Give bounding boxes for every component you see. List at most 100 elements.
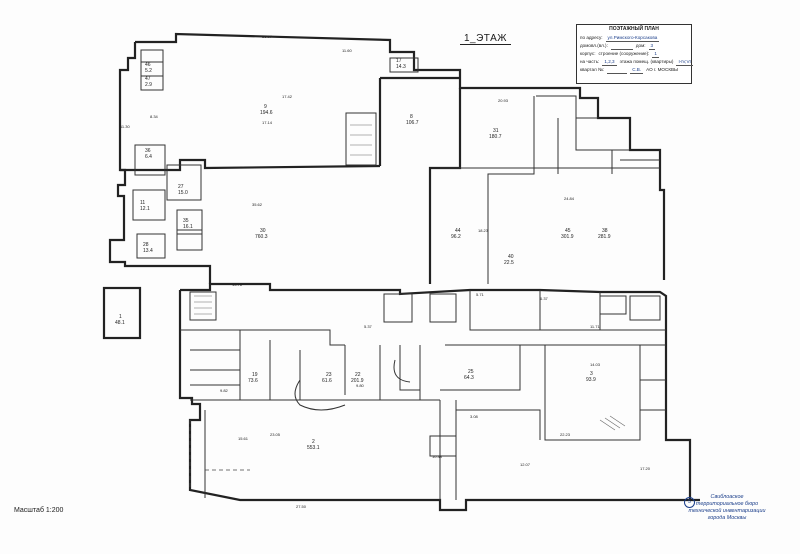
seal-number-badge: 5 — [684, 497, 695, 508]
room-area: 15.0 — [178, 190, 188, 196]
room-area: 16.1 — [183, 224, 193, 230]
room-label: 9 — [264, 104, 267, 110]
room-area: 2.9 — [145, 82, 152, 88]
room-label: 22 — [355, 372, 361, 378]
dimension-label: 23.05 — [270, 432, 281, 437]
floor-title-text: 1_ЭТАЖ — [460, 33, 511, 45]
stamp-kvartal-label: квартал №: — [580, 67, 605, 72]
room-area: 22.5 — [504, 260, 514, 266]
stamp-address-row: по адресу: ул.Римского-Корсакова — [580, 34, 688, 42]
room-label: 44 — [455, 228, 461, 234]
dimension-label: 17.14 — [262, 120, 273, 125]
room-labels: 9 194.6 8 106.7 30 760.3 31 180.7 44 96.… — [115, 58, 611, 451]
dimension-label: 5.37 — [364, 324, 373, 329]
upper-wing-walls — [108, 32, 666, 284]
room-area: 13.4 — [143, 248, 153, 254]
room-label: 11 — [140, 200, 145, 206]
room-label: 25 — [468, 369, 474, 375]
room-label: 35 — [183, 218, 189, 224]
room-area: 201.9 — [351, 378, 364, 384]
title-block-stamp: ПОЭТАЖНЫЙ ПЛАН по адресу: ул.Римского-Ко… — [576, 24, 693, 84]
room-label: 2 — [312, 439, 315, 445]
room-area: 301.9 — [561, 234, 574, 240]
room-area: 106.7 — [406, 120, 419, 126]
room-area: 73.6 — [248, 378, 258, 384]
room-label: 8 — [410, 114, 413, 120]
room-label: 47 — [145, 76, 151, 82]
dimension-label: 5.71 — [476, 292, 485, 297]
stamp-domovl-value — [610, 42, 633, 50]
seal-line: технической инвентаризации — [688, 508, 766, 514]
room-label: 23 — [326, 372, 332, 378]
dimension-label: 9.82 — [220, 388, 229, 393]
dimension-label: 3.08 — [470, 414, 479, 419]
stamp-stroenie-label: строение (сооружение): — [598, 51, 650, 56]
stamp-address-label: по адресу: — [580, 35, 603, 40]
room-label: 3 — [590, 371, 593, 377]
dimension-label: 17.42 — [282, 94, 293, 99]
room-area: 194.6 — [260, 110, 273, 116]
room-area: 12.1 — [140, 206, 150, 212]
room-area: 14.3 — [396, 64, 406, 70]
dimension-label: 11.30 — [120, 124, 130, 129]
room-area: 48.1 — [115, 320, 125, 326]
dimension-label: 17.20 — [640, 466, 651, 471]
room-area: 6.4 — [145, 154, 152, 160]
stamp-korpus-row: корпус: строение (сооружение): 1 — [580, 50, 688, 58]
room-area: 64.3 — [464, 375, 474, 381]
dimension-label: 20.93 — [498, 98, 509, 103]
room-label: 36 — [145, 148, 151, 154]
room-area: 93.9 — [586, 377, 596, 383]
dimension-label: 6.37 — [540, 296, 549, 301]
dimension-label: 9.80 — [356, 383, 365, 388]
stamp-part-value: 1,2,3 — [602, 59, 617, 66]
room-label: 19 — [252, 372, 258, 378]
seal-line: города Москвы — [707, 515, 747, 521]
room-area: 281.9 — [598, 234, 611, 240]
room-label: 40 — [508, 254, 514, 260]
left-upper-rooms — [132, 49, 419, 259]
stamp-kvartal-value — [607, 66, 628, 74]
room-label: 45 — [565, 228, 571, 234]
stamp-address-value: ул.Римского-Корсакова — [605, 35, 660, 42]
stair-hatching — [194, 295, 626, 431]
dimension-label: 13.78 — [232, 282, 243, 287]
dimension-labels: 36.07 17.14 8.34 11.60 20.93 35.62 13.78… — [120, 34, 651, 509]
room-area: 61.6 — [322, 378, 332, 384]
stamp-heading: ПОЭТАЖНЫЙ ПЛАН — [609, 26, 659, 32]
stamp-part-row: на часть: 1,2,3 этажа помещ. (квартиры) … — [580, 58, 693, 66]
room-label: 31 — [493, 128, 499, 134]
room-area: 180.7 — [489, 134, 502, 140]
detached-room — [102, 286, 142, 340]
stamp-dom-value: 3 — [648, 43, 656, 50]
stamp-pom-value: I-IV,VI — [676, 59, 693, 66]
dimension-label: 24.84 — [564, 196, 575, 201]
dimension-label: 36.07 — [262, 34, 273, 39]
stamp-ao-label: АО г. МОСКВЫ — [646, 67, 679, 72]
stamp-stroenie-value: 1 — [652, 51, 659, 58]
dimension-label: 11.71 — [590, 324, 600, 329]
stamp-korpus-label: корпус: — [580, 51, 596, 56]
dimension-label: 12.07 — [520, 462, 531, 467]
lower-wing-walls — [178, 282, 700, 512]
room-label: 28 — [143, 242, 149, 248]
room-label: 38 — [602, 228, 608, 234]
seal-line: Свиблоаское — [710, 494, 744, 500]
room-label: 27 — [178, 184, 184, 190]
dimension-label: 27.50 — [296, 504, 307, 509]
room-area: 553.1 — [307, 445, 320, 451]
dimension-label: 14.03 — [590, 362, 601, 367]
stamp-ao-value: С.В. — [630, 67, 644, 74]
stamp-part-label: на часть: — [580, 59, 600, 64]
room-label: 30 — [260, 228, 266, 234]
room-label: 17 — [396, 58, 402, 64]
stamp-dom-row: домовл.(вл.): дом: 3 — [580, 42, 688, 50]
seal-line: территориальное бюро — [695, 501, 759, 507]
dimension-label: 11.60 — [342, 48, 352, 53]
room-label: 1 — [119, 314, 122, 320]
floor-title: 1_ЭТАЖ — [460, 33, 511, 45]
room-label: 760.3 — [255, 234, 268, 240]
dimension-label: 22.23 — [560, 432, 571, 437]
